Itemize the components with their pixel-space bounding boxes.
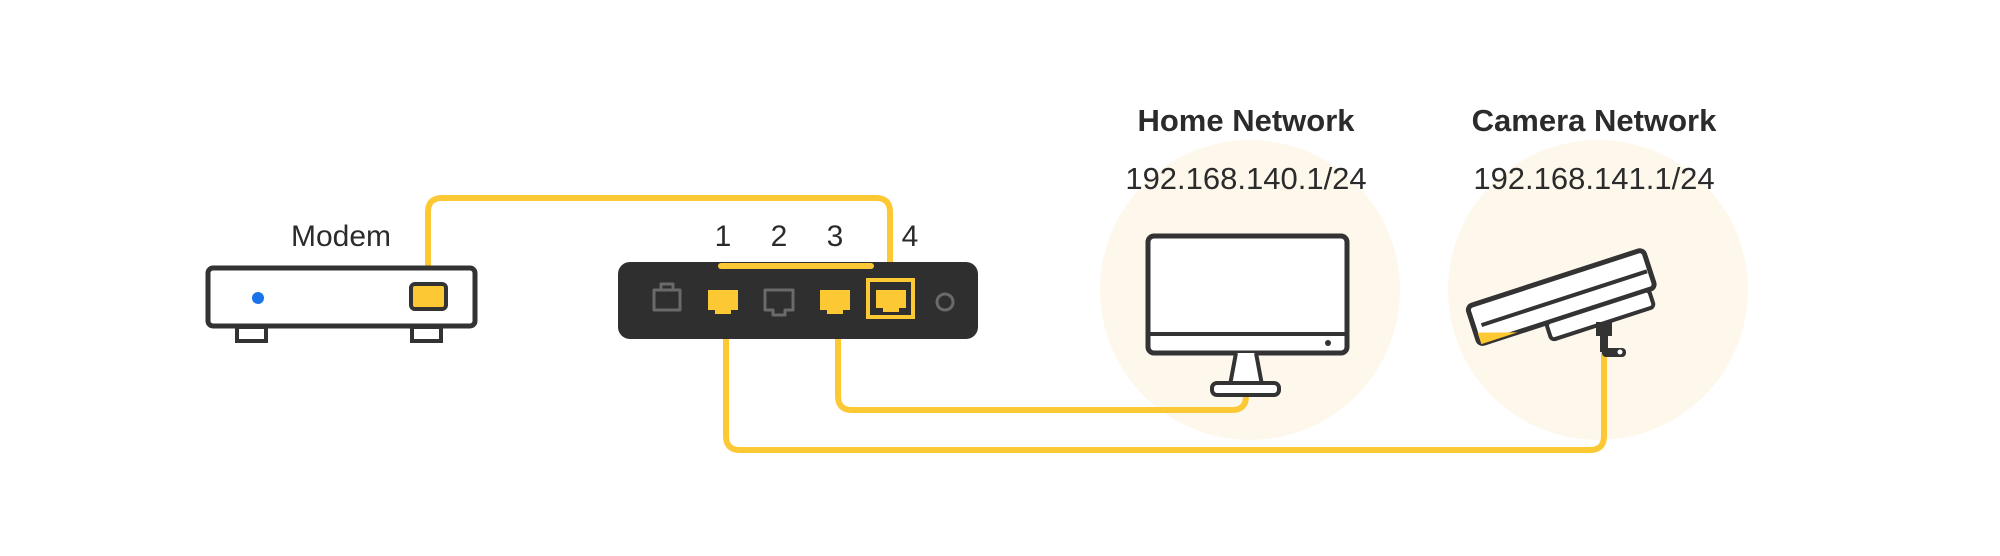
router (618, 262, 978, 339)
camera-network-subnet: 192.168.141.1/24 (1473, 161, 1714, 196)
router-port-4 (866, 278, 915, 319)
router-port-label-2: 2 (771, 220, 788, 253)
modem-label: Modem (291, 220, 391, 253)
router-body (618, 262, 978, 339)
monitor-icon (1145, 233, 1350, 397)
router-power-indicator (935, 292, 955, 312)
modem-status-led (252, 292, 264, 304)
home-network-ports-bracket (718, 263, 874, 269)
cables (425, 195, 1607, 453)
router-port-label-1: 1 (715, 220, 732, 253)
modem-foot-right (410, 325, 443, 343)
modem-foot-left (235, 325, 268, 343)
router-port-1 (708, 290, 738, 314)
cable-port-1-to-camera (723, 297, 1607, 453)
cable-modem-to-port-4 (425, 195, 893, 295)
router-port-label-3: 3 (827, 220, 844, 253)
modem (205, 265, 478, 343)
router-port-2 (763, 288, 795, 317)
camera-network-title: Camera Network (1472, 103, 1717, 138)
modem-ethernet-port (409, 282, 448, 311)
home-network-subnet: 192.168.140.1/24 (1125, 161, 1366, 196)
unused-ethernet-port-icon (652, 282, 682, 312)
home-network-title: Home Network (1137, 103, 1355, 138)
security-camera-icon (1465, 248, 1657, 357)
modem-body (205, 265, 478, 329)
router-port-label-4: 4 (902, 220, 919, 253)
router-port-3 (820, 290, 850, 314)
cable-port-3-to-monitor (835, 297, 1249, 413)
